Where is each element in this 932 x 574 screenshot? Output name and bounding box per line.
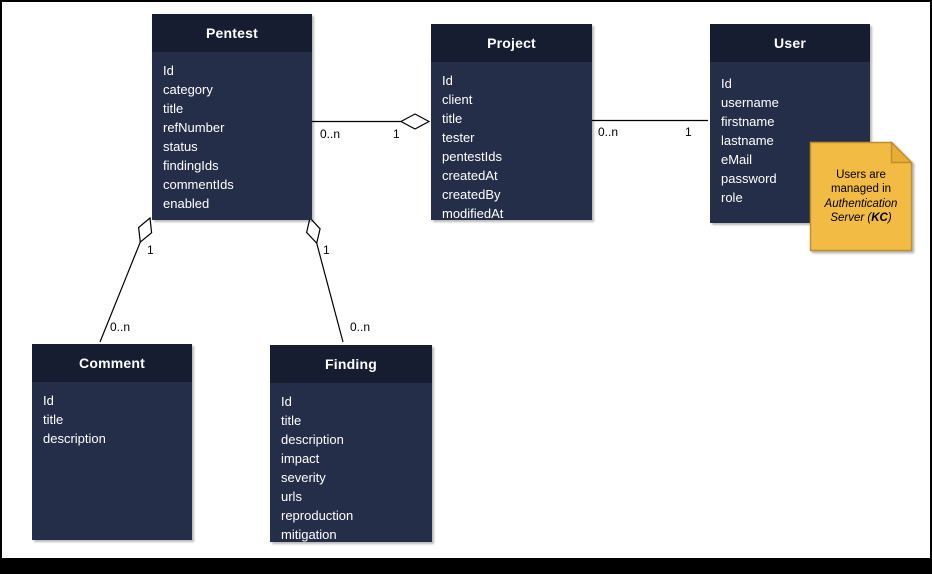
sticky-note: Users are managed in Authentication Serv…	[810, 142, 912, 251]
entity-title: User	[710, 24, 870, 62]
multiplicity-label: 1	[147, 243, 154, 257]
multiplicity-label: 1	[393, 127, 400, 141]
multiplicity-label: 0..n	[350, 320, 371, 334]
entity-field-list: Id username firstname lastname eMail pas…	[710, 62, 870, 207]
note-line: Authentication	[824, 197, 898, 210]
field: mitigation	[281, 527, 337, 542]
field: password	[721, 171, 777, 186]
multiplicity-label: 1	[685, 125, 692, 139]
entity-field-list: Id client title tester pentestIds create…	[431, 62, 592, 223]
entity-field-list: Id title description	[32, 382, 192, 448]
entity-title: Finding	[270, 345, 432, 383]
multiplicity-label: 0..n	[110, 320, 131, 334]
field: status	[163, 139, 198, 154]
field: urls	[281, 489, 302, 504]
note-line: managed in	[830, 183, 892, 195]
note-line: Server (KC)	[830, 212, 892, 224]
sticky-note-icon	[809, 140, 914, 252]
entity-title: Project	[431, 24, 592, 62]
field: severity	[281, 470, 326, 485]
field: reproduction	[281, 508, 354, 523]
field: tester	[442, 130, 475, 145]
entity-finding: Finding Id title description impact seve…	[270, 345, 432, 542]
field: eMail	[721, 152, 753, 167]
entity-field-list: Id title description impact severity url…	[270, 383, 432, 544]
field: enabled	[163, 196, 210, 211]
multiplicity-label: 0..n	[598, 125, 619, 139]
connector-pentest-finding	[305, 216, 344, 343]
field: title	[442, 111, 463, 126]
field: createdAt	[442, 168, 498, 183]
field: lastname	[721, 133, 774, 148]
field: category	[163, 82, 213, 97]
window-frame-bottom	[2, 558, 930, 572]
field: Id	[721, 76, 732, 91]
field: commentIds	[163, 177, 234, 192]
field: client	[442, 92, 473, 107]
field: Id	[442, 73, 453, 88]
entity-field-list: Id category title refNumber status findi…	[152, 52, 312, 213]
field: Id	[163, 63, 174, 78]
note-line: Users are	[836, 168, 886, 181]
field: title	[281, 413, 302, 428]
field: createdBy	[442, 187, 501, 202]
entity-title: Comment	[32, 344, 192, 382]
field: modifiedAt	[442, 206, 504, 221]
aggregation-diamond-icon	[137, 216, 153, 244]
field: firstname	[721, 114, 775, 129]
multiplicity-label: 1	[323, 243, 330, 257]
field: description	[281, 432, 344, 447]
field: title	[163, 101, 184, 116]
entity-project: Project Id client title tester pentestId…	[431, 24, 592, 223]
field: pentestIds	[442, 149, 502, 164]
field: refNumber	[163, 120, 225, 135]
multiplicity-label: 0..n	[320, 127, 341, 141]
field: username	[721, 95, 779, 110]
field: Id	[281, 394, 292, 409]
field: impact	[281, 451, 320, 466]
entity-pentest: Pentest Id category title refNumber stat…	[152, 14, 312, 220]
aggregation-diamond-icon	[305, 216, 321, 245]
entity-comment: Comment Id title description	[32, 344, 192, 540]
aggregation-diamond-icon	[399, 113, 431, 130]
field: role	[721, 190, 743, 205]
field: title	[43, 412, 64, 427]
field: Id	[43, 393, 54, 408]
field: description	[43, 431, 106, 446]
entity-title: Pentest	[152, 14, 312, 52]
field: findingIds	[163, 158, 219, 173]
